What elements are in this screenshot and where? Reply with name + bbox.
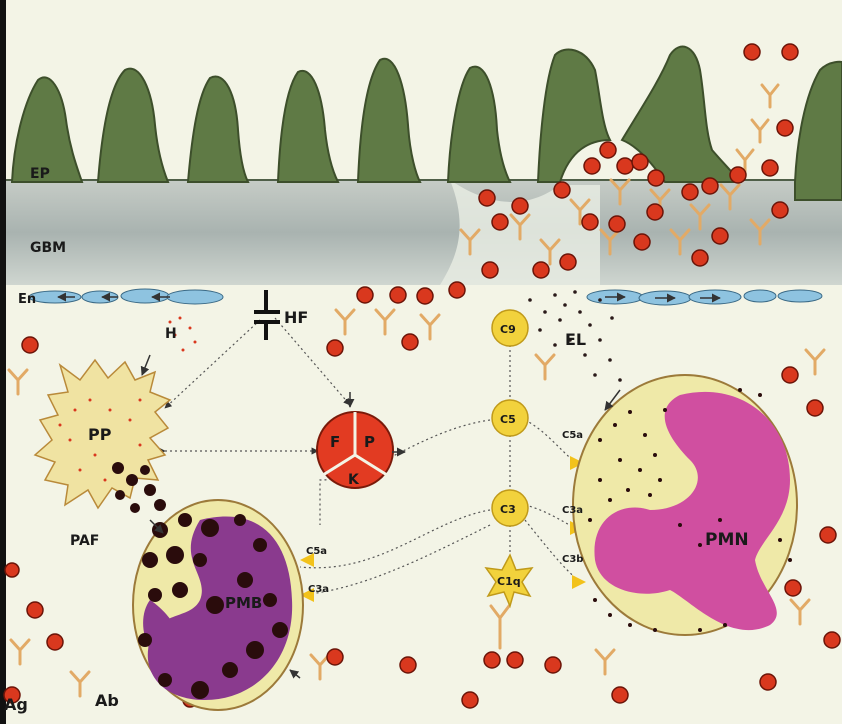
label-paf: PAF — [70, 533, 99, 549]
label-kinin-f: F — [330, 433, 340, 451]
label-ab: Ab — [95, 691, 119, 710]
label-kinin-p: P — [364, 433, 375, 451]
label-pp: PP — [88, 425, 112, 444]
label-hf: HF — [284, 308, 308, 327]
label-c5a-right: C5a — [562, 430, 583, 441]
label-c1q: C1q — [497, 575, 521, 588]
label-kinin-k: K — [348, 472, 360, 488]
label-c5a-left: C5a — [306, 546, 327, 557]
label-c9: C9 — [500, 323, 516, 336]
label-en: En — [18, 292, 36, 307]
label-pmb: PMB — [225, 594, 262, 612]
label-h: H — [165, 326, 177, 342]
label-c3a-left: C3a — [308, 584, 329, 595]
label-c3b-right: C3b — [562, 554, 583, 565]
left-border — [0, 0, 6, 724]
label-el: EL — [565, 330, 586, 349]
label-c3a-right: C3a — [562, 505, 583, 516]
label-ag: Ag — [4, 695, 28, 714]
label-gbm: GBM — [30, 240, 66, 256]
label-c5: C5 — [500, 413, 516, 426]
neutrophil-pmn — [573, 375, 797, 635]
label-ep: EP — [30, 166, 50, 182]
basophil-pmb — [133, 500, 303, 710]
label-pmn: PMN — [705, 530, 749, 550]
label-c3: C3 — [500, 503, 516, 516]
